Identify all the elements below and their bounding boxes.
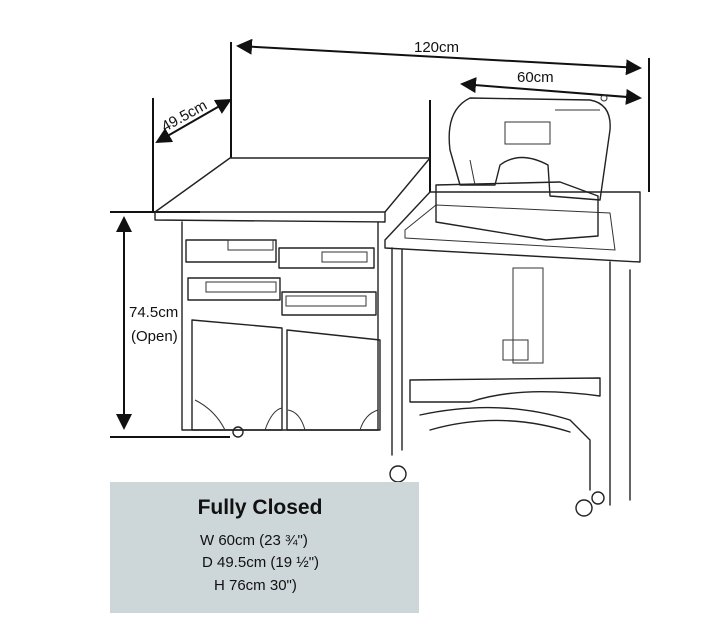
info-height: H 76cm 30"): [214, 577, 297, 594]
caster-wheel: [575, 499, 593, 517]
width-60-arrow: [460, 77, 642, 105]
sewing-machine: [435, 94, 611, 241]
height-label: 74.5cm: [129, 304, 178, 321]
caster-wheel: [232, 426, 244, 438]
right-cabinet: [384, 191, 641, 517]
width-120-label: 120cm: [414, 39, 459, 56]
height-note: (Open): [131, 328, 178, 345]
caster-wheel: [591, 491, 605, 505]
width-120-arrow: [236, 38, 642, 76]
width-60-label: 60cm: [517, 69, 554, 86]
info-title: Fully Closed: [197, 496, 323, 519]
info-depth: D 49.5cm (19 ½"): [202, 554, 320, 571]
info-width: W 60cm (23 ¾"): [200, 532, 308, 549]
left-cabinet: [154, 157, 431, 438]
caster-wheel: [389, 465, 407, 483]
fully-closed-info-box: Fully Closed W 60cm (23 ¾") D 49.5cm (19…: [110, 482, 419, 613]
depth-arrow: [155, 99, 232, 143]
